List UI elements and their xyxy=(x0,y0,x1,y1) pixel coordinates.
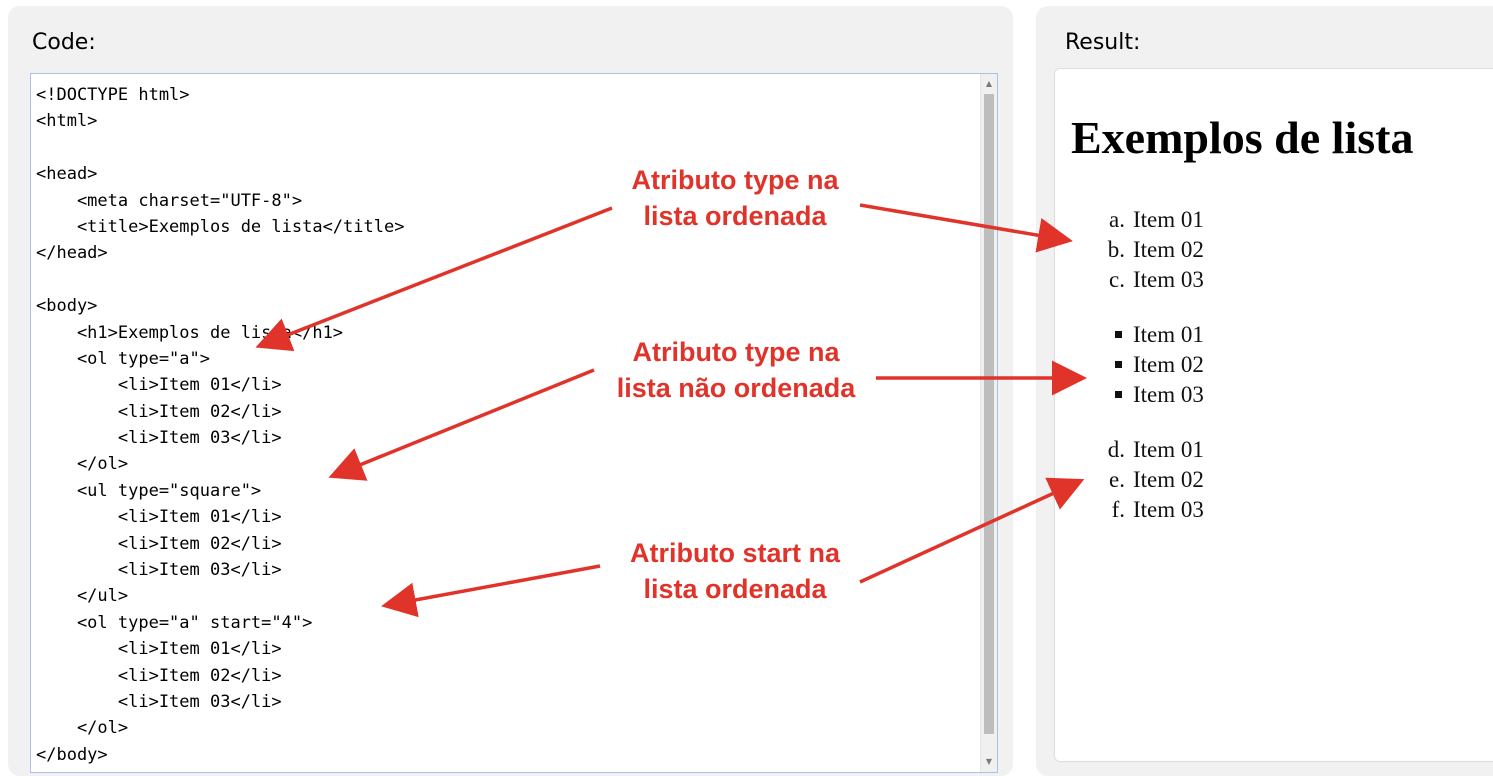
code-editor[interactable]: <!DOCTYPE html> <html> <head> <meta charse… xyxy=(30,73,998,773)
list-marker: b. xyxy=(1107,237,1125,262)
code-line[interactable]: <li>Item 01</li> xyxy=(36,507,282,528)
list-item: e. Item 02 xyxy=(1095,465,1204,495)
code-line[interactable]: <li>Item 03</li> xyxy=(36,560,282,581)
list-item: Item 03 xyxy=(1095,380,1204,410)
annotation-ol-type: Atributo type na lista ordenada xyxy=(600,162,870,234)
code-line[interactable]: <ol type="a" start="4"> xyxy=(36,612,313,633)
result-panel-label: Result: xyxy=(1065,30,1141,55)
list-item-text: Item 03 xyxy=(1133,497,1204,522)
code-line[interactable]: <ul type="square"> xyxy=(36,480,262,501)
code-line[interactable]: <ol type="a"> xyxy=(36,348,210,369)
ordered-list-start-4: d. Item 01 e. Item 02 f. Item 03 xyxy=(1095,435,1204,525)
annotation-line: Atributo start na xyxy=(629,538,840,568)
annotation-line: lista não ordenada xyxy=(616,373,856,403)
code-line[interactable]: </ol> xyxy=(36,454,129,475)
list-item-text: Item 01 xyxy=(1133,437,1204,462)
code-line[interactable]: <li>Item 02</li> xyxy=(36,401,282,422)
list-item-text: Item 03 xyxy=(1133,382,1204,407)
square-bullet-icon xyxy=(1115,391,1122,399)
list-marker: a. xyxy=(1109,207,1125,232)
code-line[interactable]: <li>Item 02</li> xyxy=(36,533,282,554)
ordered-list-type-a: a. Item 01 b. Item 02 c. Item 03 xyxy=(1095,205,1204,295)
code-line[interactable]: <!DOCTYPE html> xyxy=(36,85,190,105)
annotation-line: lista ordenada xyxy=(643,574,827,604)
list-item-text: Item 01 xyxy=(1133,322,1204,347)
code-panel-label: Code: xyxy=(32,30,96,55)
result-frame: Exemplos de lista a. Item 01 b. Item 02 c.… xyxy=(1054,68,1493,762)
list-marker: f. xyxy=(1111,497,1125,522)
code-line[interactable] xyxy=(36,267,404,293)
annotation-line: Atributo type na xyxy=(632,337,840,367)
list-item: Item 02 xyxy=(1095,350,1204,380)
code-line[interactable]: <li>Item 01</li> xyxy=(36,639,282,660)
list-item: d. Item 01 xyxy=(1095,435,1204,465)
code-line[interactable]: </ul> xyxy=(36,586,129,607)
list-item-text: Item 02 xyxy=(1133,467,1204,492)
code-line[interactable]: <li>Item 03</li> xyxy=(36,428,282,449)
list-marker: d. xyxy=(1107,437,1125,462)
square-bullet-icon xyxy=(1115,331,1122,339)
list-item-text: Item 02 xyxy=(1133,237,1204,262)
code-line[interactable]: <li>Item 01</li> xyxy=(36,375,282,396)
list-item-text: Item 02 xyxy=(1133,352,1204,377)
code-line[interactable]: <title>Exemplos de lista</title> xyxy=(36,216,405,237)
scroll-down-arrow-icon[interactable]: ▼ xyxy=(985,757,993,766)
code-line[interactable]: <meta charset="UTF-8"> xyxy=(36,190,303,211)
code-line[interactable]: <li>Item 02</li> xyxy=(36,665,282,686)
editor-scrollbar[interactable]: ▲ ▼ xyxy=(980,74,997,772)
list-marker: e. xyxy=(1109,467,1125,492)
code-panel: Code: <!DOCTYPE html> <html> <head> <meta … xyxy=(8,6,1013,776)
code-line[interactable]: </body> xyxy=(36,744,108,765)
code-lines[interactable]: <!DOCTYPE html> <html> <head> <meta charse… xyxy=(36,82,404,768)
code-line[interactable]: <body> xyxy=(36,296,98,317)
list-item-text: Item 03 xyxy=(1133,267,1204,292)
code-line[interactable]: <h1>Exemplos de lista</h1> xyxy=(36,322,344,343)
annotation-line: lista ordenada xyxy=(643,201,827,231)
list-item-text: Item 01 xyxy=(1133,207,1204,232)
square-bullet-icon xyxy=(1115,361,1122,369)
list-item: a. Item 01 xyxy=(1095,205,1204,235)
annotation-ul-type: Atributo type na lista não ordenada xyxy=(586,334,886,406)
annotation-line: Atributo type na xyxy=(631,165,839,195)
unordered-list-square: Item 01 Item 02 Item 03 xyxy=(1095,320,1204,410)
code-line[interactable]: <head> xyxy=(36,164,98,185)
result-panel: Result: Exemplos de lista a. Item 01 b. It… xyxy=(1036,6,1493,776)
code-line[interactable]: </ol> xyxy=(36,718,129,739)
list-item: f. Item 03 xyxy=(1095,495,1204,525)
code-line[interactable] xyxy=(36,135,404,161)
scroll-up-arrow-icon[interactable]: ▲ xyxy=(985,79,993,88)
code-line[interactable]: </head> xyxy=(36,243,108,264)
scroll-thumb[interactable] xyxy=(984,94,994,734)
result-heading: Exemplos de lista xyxy=(1071,112,1414,163)
list-item: Item 01 xyxy=(1095,320,1204,350)
list-item: b. Item 02 xyxy=(1095,235,1204,265)
list-marker: c. xyxy=(1109,267,1125,292)
list-item: c. Item 03 xyxy=(1095,265,1204,295)
code-line[interactable]: <li>Item 03</li> xyxy=(36,691,282,712)
annotation-ol-start: Atributo start na lista ordenada xyxy=(600,535,870,607)
code-line[interactable]: <html> xyxy=(36,111,98,132)
